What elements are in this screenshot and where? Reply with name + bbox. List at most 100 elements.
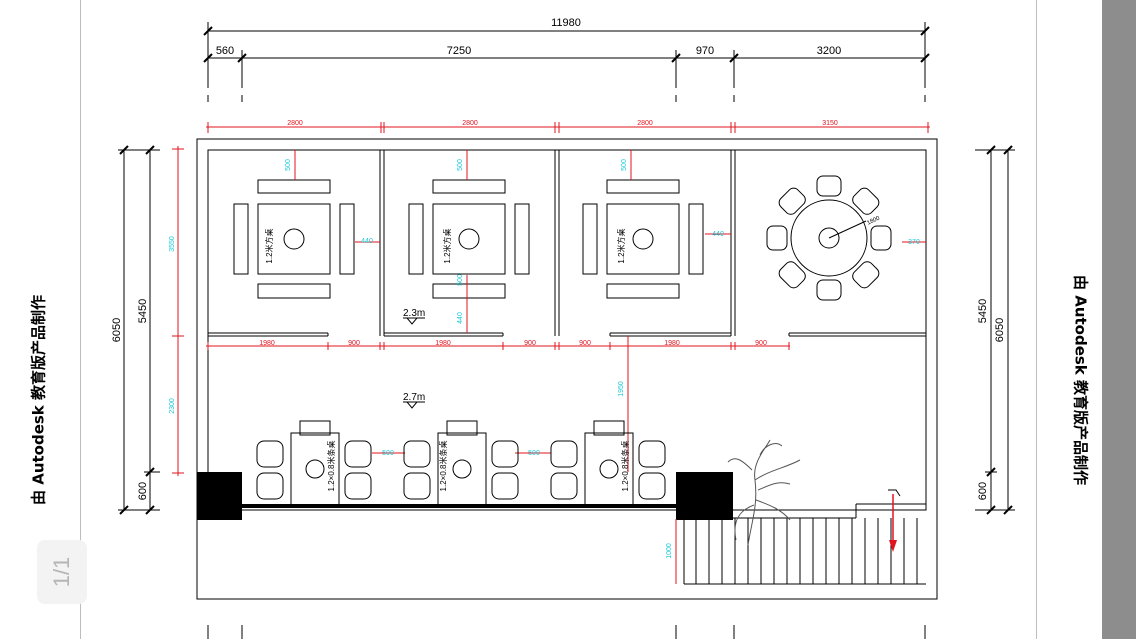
stair-arrow-head [889,540,897,552]
bench-right-1 [339,203,355,275]
dim-corridor-seg-2: 900 [348,340,360,347]
ceiling-marker-27: 2.7m [403,392,425,409]
square-table-3 [606,203,680,275]
dim-top-seg-4: 3200 [817,45,841,57]
round-chair-3 [816,279,842,301]
dim-gap-500-3: 500 [621,159,628,171]
top-dimension-lines [203,22,930,639]
dim-bottom-gap-2: 500 [528,450,540,457]
square-table-rooms [233,179,704,299]
rect-table-center-2 [452,459,472,479]
corridor-dim-ticks [207,342,790,350]
dim-room-width-4: 3150 [822,120,838,127]
dim-room-width-3: 2800 [637,120,653,127]
rect-table-center-1 [305,459,325,479]
ceiling-marker-23: 2.3m [403,308,425,325]
dim-room-width-2: 2800 [462,120,478,127]
dim-gap-440-3: 440 [457,312,464,324]
left-dimension-lines [118,145,160,515]
walls [196,138,938,600]
hall-chair-1-1 [256,440,284,468]
dim-gap-500-2: 500 [457,159,464,171]
red-inner-dims [206,150,926,584]
hall-tables [256,420,666,506]
ceiling-label-27: 2.7m [403,392,425,403]
bench-left-2 [408,203,424,275]
left-page-margin [0,0,81,639]
front-wall [242,504,676,508]
square-table-label-1: 1.2米方桌 [264,228,274,263]
rect-table-2 [437,432,487,506]
dim-stair-1000: 1000 [666,543,673,559]
dim-left-bottom: 600 [137,482,149,500]
bench-bottom-1 [257,283,331,299]
rect-table-3 [584,432,634,506]
hall-chair-3-1 [550,440,578,468]
bench-right-3 [688,203,704,275]
right-page-margin [1036,0,1103,639]
dim-corridor-seg-4: 900 [524,340,536,347]
dim-gap-440-2: 440 [712,231,724,238]
ceiling-label-23: 2.3m [403,308,425,319]
hall-chair-3-3 [638,440,666,468]
hall-chair-1-3 [344,440,372,468]
scrollbar[interactable] [1102,0,1136,639]
dim-gap-440-1: 440 [361,238,373,245]
dim-top-seg-1: 560 [216,45,234,57]
round-table-room [766,175,892,301]
dim-room-depth: 3550 [169,236,176,252]
dim-corridor-seg-1: 1980 [259,340,275,347]
dim-corridor-seg-7: 900 [755,340,767,347]
tree-decoration [727,439,801,546]
dim-gap-500-1: 500 [285,159,292,171]
rect-table-back-3 [593,420,625,436]
dim-top-seg-2: 7250 [447,45,471,57]
dim-round-table-dia: 1800 [866,215,881,226]
page-indicator: 1/1 [37,540,87,604]
dim-right-bottom: 600 [977,482,989,500]
round-chair-8 [852,187,880,215]
pillar-right [676,472,733,520]
bench-bottom-2 [432,283,506,299]
dim-corridor-depth: 2300 [169,398,176,414]
square-table-center-2 [458,228,480,250]
rect-table-back-1 [299,420,331,436]
hall-chair-2-1 [403,440,431,468]
dim-corridor-seg-6: 1980 [664,340,680,347]
rect-table-center-3 [599,459,619,479]
bench-bottom-3 [606,283,680,299]
hall-chair-2-3 [491,440,519,468]
dim-right-outer: 6050 [994,318,1006,342]
square-table-center-3 [632,228,654,250]
dim-corridor-seg-5: 900 [579,340,591,347]
red-top-dims [206,122,930,133]
hall-chair-3-2 [550,472,578,500]
bench-top-3 [606,179,680,194]
dim-bottom-gap-1: 500 [382,450,394,457]
dim-left-outer: 6050 [111,318,123,342]
square-table-2 [432,203,506,275]
dim-gap-370: 370 [908,239,920,246]
hall-chair-2-2 [403,472,431,500]
round-chair-7 [816,175,842,197]
dim-total-width: 11980 [551,17,581,29]
corridor-dims: 1980 900 1980 900 900 1980 900 [259,340,767,347]
dim-gap-500-4: 500 [457,274,464,286]
square-table-label-2: 1.2米方桌 [442,228,452,263]
round-chair-6 [778,187,806,215]
bench-top-1 [257,179,331,194]
red-left-dims [172,146,184,476]
hall-chair-2-4 [491,472,519,500]
bench-left-1 [233,203,249,275]
dim-top-seg-3: 970 [696,45,714,57]
rect-table-label-1: 1.2×0.8米条桌 [326,441,336,492]
dim-corridor-seg-3: 1980 [435,340,451,347]
round-chair-1 [870,225,892,251]
right-dimension-lines [975,145,1015,515]
bench-right-2 [514,203,530,275]
square-table-1 [257,203,331,275]
dim-room-width-1: 2800 [287,120,303,127]
dim-gap-1950: 1950 [618,381,625,397]
square-table-label-3: 1.2米方桌 [616,228,626,263]
